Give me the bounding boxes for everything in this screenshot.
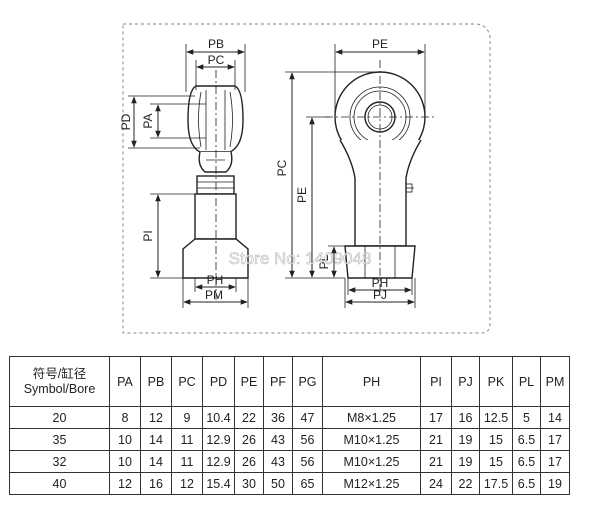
bore-header: 符号/缸径 Symbol/Bore	[9, 356, 110, 407]
table-cell: 16	[451, 406, 480, 429]
pc-label-right: PC	[275, 159, 289, 176]
pa-label: PA	[141, 113, 155, 128]
column-header: PF	[263, 356, 293, 407]
table-cell: 19	[451, 450, 480, 473]
table-cell: 30	[234, 472, 264, 495]
table-cell: 12.5	[479, 406, 513, 429]
table-cell: 15	[479, 428, 513, 451]
pj-label: PJ	[373, 288, 387, 302]
pc-label-left: PC	[208, 53, 225, 67]
table-cell: M12×1.25	[322, 472, 421, 495]
table-cell: 17.5	[479, 472, 513, 495]
table-row: 20 8 12 9 10.4 22 36 47 M8×1.25 17 16 12…	[9, 406, 570, 429]
table-cell: 17	[420, 406, 452, 429]
table-cell: 17	[540, 428, 570, 451]
table-cell: 14	[540, 406, 570, 429]
pm-label: PM	[205, 288, 223, 302]
table-cell: 14	[140, 428, 172, 451]
table-cell: 43	[263, 428, 293, 451]
table-cell: 36	[263, 406, 293, 429]
table-cell: 10	[109, 450, 141, 473]
bore-cell: 20	[9, 406, 110, 429]
store-watermark: Store No: 1409048	[229, 249, 372, 268]
spec-table: 符号/缸径 Symbol/Bore PA PB PC PD PE PF PG P…	[9, 356, 570, 495]
pd-label: PD	[119, 113, 133, 130]
column-header: PC	[171, 356, 203, 407]
table-cell: 21	[420, 450, 452, 473]
table-cell: 19	[540, 472, 570, 495]
table-cell: 56	[292, 450, 323, 473]
column-header: PA	[109, 356, 141, 407]
table-cell: 12.9	[202, 450, 235, 473]
table-cell: 16	[140, 472, 172, 495]
table-cell: 12	[171, 472, 203, 495]
table-cell: 11	[171, 450, 203, 473]
pb-label: PB	[208, 37, 224, 51]
table-row: 32 10 14 11 12.9 26 43 56 M10×1.25 21 19…	[9, 450, 570, 473]
table-row: 40 12 16 12 15.4 30 50 65 M12×1.25 24 22…	[9, 472, 570, 495]
technical-drawing: PB PC PD PA PI PH PM	[119, 23, 491, 334]
drawing-frame	[122, 23, 491, 334]
table-cell: 65	[292, 472, 323, 495]
column-header: PD	[202, 356, 235, 407]
table-cell: 12.9	[202, 428, 235, 451]
pe-label-side: PE	[295, 187, 309, 203]
bore-header-en: Symbol/Bore	[23, 381, 96, 396]
table-cell: 5	[512, 406, 541, 429]
column-header: PL	[512, 356, 541, 407]
column-header: PH	[322, 356, 421, 407]
column-header: PM	[540, 356, 570, 407]
table-cell: 24	[420, 472, 452, 495]
table-cell: M8×1.25	[322, 406, 421, 429]
table-row: 35 10 14 11 12.9 26 43 56 M10×1.25 21 19…	[9, 428, 570, 451]
table-cell: 47	[292, 406, 323, 429]
table-cell: 43	[263, 450, 293, 473]
table-cell: 17	[540, 450, 570, 473]
table-cell: 22	[234, 406, 264, 429]
ph-label-right: PH	[372, 276, 389, 290]
table-cell: 6.5	[512, 472, 541, 495]
table-cell: 9	[171, 406, 203, 429]
bore-cell: 35	[9, 428, 110, 451]
column-header: PG	[292, 356, 323, 407]
table-cell: 11	[171, 428, 203, 451]
column-header: PE	[234, 356, 264, 407]
table-cell: 10.4	[202, 406, 235, 429]
table-cell: 50	[263, 472, 293, 495]
table-cell: M10×1.25	[322, 428, 421, 451]
table-cell: 8	[109, 406, 141, 429]
column-header: PB	[140, 356, 172, 407]
table-header-row: 符号/缸径 Symbol/Bore PA PB PC PD PE PF PG P…	[9, 356, 570, 407]
table-cell: 12	[140, 406, 172, 429]
table-cell: 19	[451, 428, 480, 451]
column-header: PJ	[451, 356, 480, 407]
table-cell: 14	[140, 450, 172, 473]
bore-cell: 40	[9, 472, 110, 495]
rod-end-side-view: PB PC PD PA PI PH PM	[119, 37, 249, 308]
table-cell: 56	[292, 428, 323, 451]
bore-header-cn: 符号/缸径	[32, 366, 87, 381]
table-cell: 15	[479, 450, 513, 473]
ph-label-left: PH	[207, 273, 224, 287]
pi-label: PI	[141, 230, 155, 241]
table-cell: 6.5	[512, 450, 541, 473]
table-cell: 26	[234, 450, 264, 473]
table-cell: M10×1.25	[322, 450, 421, 473]
bore-cell: 32	[9, 450, 110, 473]
column-header: PI	[420, 356, 452, 407]
rod-end-front-view: PE PC PE PL PH PJ	[275, 37, 435, 308]
pe-label-top: PE	[372, 37, 388, 51]
table-cell: 21	[420, 428, 452, 451]
table-cell: 15.4	[202, 472, 235, 495]
table-cell: 26	[234, 428, 264, 451]
pl-label: PL	[317, 254, 331, 269]
table-cell: 10	[109, 428, 141, 451]
table-cell: 6.5	[512, 428, 541, 451]
table-cell: 22	[451, 472, 480, 495]
column-header: PK	[479, 356, 513, 407]
table-cell: 12	[109, 472, 141, 495]
